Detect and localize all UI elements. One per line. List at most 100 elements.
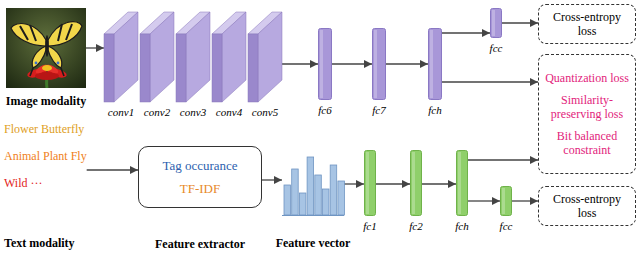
hist-axis	[282, 215, 344, 216]
node-label: Feature extractor	[155, 237, 245, 251]
arrow-connector	[468, 159, 538, 160]
node-label: Wild ···	[4, 176, 87, 190]
hist-bar	[323, 189, 330, 215]
bar-body	[457, 151, 468, 216]
slab-front	[104, 34, 114, 102]
arrow-connector	[86, 47, 104, 48]
bar-highlight	[502, 188, 505, 214]
node-label: Quantization loss	[545, 71, 629, 85]
bar-highlight	[492, 10, 495, 36]
slab-front	[212, 34, 222, 102]
conv-layer: conv1	[104, 12, 138, 102]
arrow-connector	[468, 200, 500, 201]
label-holder: Feature vector	[276, 236, 351, 250]
hist-bar	[330, 165, 337, 215]
arrow-connector	[282, 63, 318, 64]
fc-layer: fc1	[364, 150, 376, 216]
slab-front	[248, 34, 258, 102]
bar-body	[373, 29, 386, 100]
slab-side	[258, 12, 282, 102]
hist-bar	[284, 185, 291, 215]
layer-shape	[410, 150, 422, 216]
image-input: Image modality	[6, 8, 86, 88]
bar-highlight	[366, 152, 369, 214]
slab-side	[114, 12, 138, 102]
slab-front	[176, 34, 186, 102]
node-label: conv4	[216, 106, 242, 119]
layer-shape	[318, 28, 332, 100]
arrow-connector	[344, 183, 364, 184]
hist-bar	[307, 157, 314, 215]
arrow-connector	[87, 169, 138, 170]
label-holder: fc1	[363, 220, 376, 233]
node-label: fc7	[372, 104, 385, 117]
bar-body	[365, 151, 376, 216]
node-label: fch	[455, 220, 468, 233]
layer-shape	[372, 28, 386, 100]
label-holder: fc7	[372, 104, 385, 117]
bar-body	[319, 29, 332, 100]
node-label: Image modality	[6, 94, 86, 108]
arrow-connector	[332, 63, 372, 64]
label-holder: conv2	[144, 106, 170, 119]
arrow-connector	[502, 22, 538, 23]
butterfly	[11, 22, 82, 76]
layer-shape	[176, 12, 210, 102]
slab-side	[186, 12, 210, 102]
node-label: fc6	[318, 104, 331, 117]
layer-shape	[456, 150, 468, 216]
node-label: conv1	[108, 106, 134, 119]
node-label: fc2	[409, 220, 422, 233]
hist-bar	[299, 193, 306, 215]
conv-layer: conv5	[248, 12, 282, 102]
label-holder: fc2	[409, 220, 422, 233]
node-label: Animal Plant Fly	[4, 149, 87, 163]
slab-side	[222, 12, 246, 102]
hist-bar	[292, 169, 299, 215]
label-holder: fcc	[500, 220, 513, 233]
conv-layer: conv4	[212, 12, 246, 102]
bar-body	[411, 151, 422, 216]
label-holder: fch	[455, 220, 468, 233]
slab-front	[140, 34, 150, 102]
layer-shape	[248, 12, 282, 102]
fc-layer: fc7	[372, 28, 386, 100]
feature-histogram: Feature vector	[282, 152, 344, 216]
arrow-connector	[376, 183, 410, 184]
class-layer: fcc	[500, 186, 512, 216]
loss-box: Cross-entropy loss	[538, 186, 636, 226]
fc-layer: fc2	[410, 150, 422, 216]
layer-shape	[364, 150, 376, 216]
label-holder: fcc	[490, 42, 503, 55]
bar-highlight	[458, 152, 461, 214]
node-label: conv3	[180, 106, 206, 119]
layer-shape	[140, 12, 174, 102]
bar-highlight	[412, 152, 415, 214]
bar-highlight	[430, 30, 433, 98]
layer-shape	[428, 28, 442, 100]
extractor-box: Tag occuranceTF-IDFFeature extractor	[138, 146, 262, 208]
arrow-connector	[512, 200, 538, 201]
loss-box: Quantization lossSimilarity-preserving l…	[538, 54, 636, 174]
bar-body	[491, 9, 502, 38]
label-holder: Image modality	[6, 94, 86, 108]
bar-body	[501, 187, 512, 216]
bar-highlight	[374, 30, 377, 98]
node-label: Text modality	[4, 236, 87, 250]
layer-shape	[282, 152, 344, 216]
layer-shape	[104, 12, 138, 102]
node-label: Flower Butterfly	[4, 122, 87, 136]
node-label: fcc	[490, 42, 503, 55]
node-label: TF-IDF	[180, 181, 220, 196]
loss-box: Cross-entropy loss	[538, 4, 636, 44]
node-label: conv5	[252, 106, 278, 119]
label-holder: conv3	[180, 106, 206, 119]
photo-background	[6, 8, 86, 88]
hist-bar	[315, 175, 322, 215]
label-holder: conv5	[252, 106, 278, 119]
fc-layer: fc6	[318, 28, 332, 100]
label-holder: Feature extractor	[155, 237, 245, 251]
hist-bar	[338, 181, 345, 215]
layer-shape	[212, 12, 246, 102]
